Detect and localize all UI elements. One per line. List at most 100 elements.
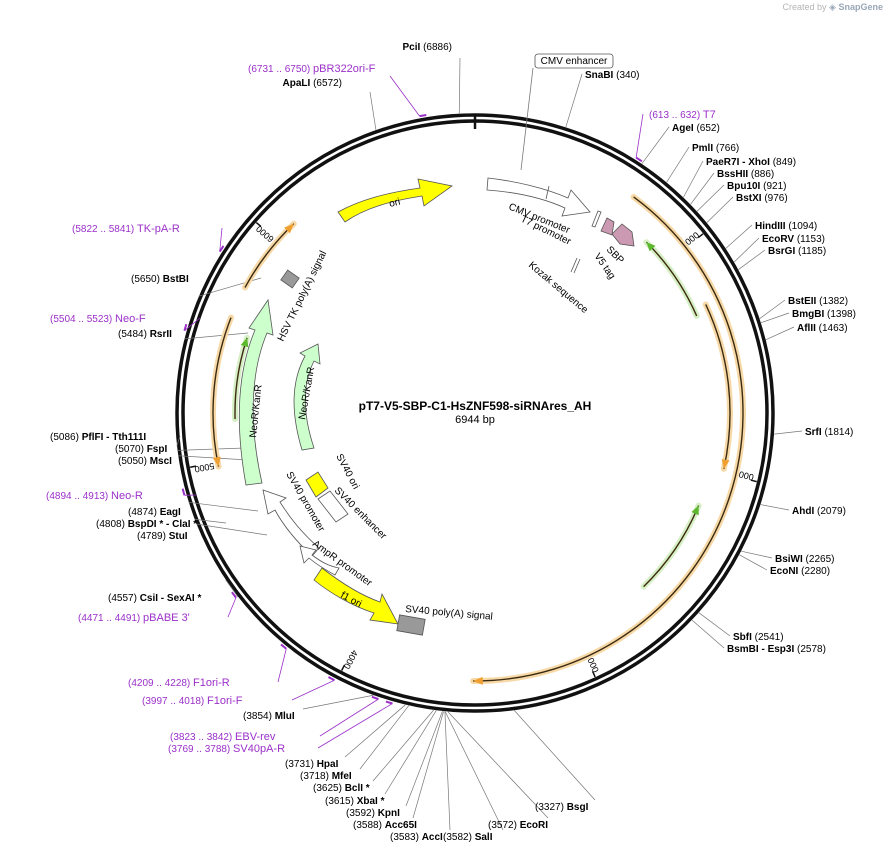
enzyme-pos-srfi: (1814)	[822, 427, 854, 438]
primer-neo-r: (4894 .. 4913) Neo-R	[46, 490, 143, 502]
tick-3000	[591, 671, 596, 678]
enzyme-pos-snabi: (340)	[613, 70, 639, 81]
enzyme-mfei: (3718) MfeI	[300, 771, 352, 782]
enzyme-extra-paer7i: - XhoI	[739, 157, 770, 168]
enzyme-pos-hindiii: (1094)	[786, 221, 818, 232]
tick-2000	[750, 479, 757, 483]
v5-tag-feature	[600, 217, 615, 236]
primer-labels: (6731 .. 6750) pBR322ori-F(613 .. 632) T…	[46, 63, 716, 755]
enzyme-name-paer7i: PaeR7I	[706, 157, 740, 168]
enzyme-name-ecori: EcoRI	[520, 820, 549, 831]
primer-pbabe-3: (4471 .. 4491) pBABE 3'	[78, 612, 190, 624]
enzyme-leader-srfi	[774, 430, 803, 435]
enzyme-pos-hpai: (3731)	[285, 759, 317, 770]
enzyme-name-bstxi: BstXI	[736, 193, 762, 204]
enzyme-pos-bsiwi: (2265)	[803, 554, 835, 565]
leader-lines	[176, 57, 803, 831]
enzyme-bpu10i: Bpu10I (921)	[727, 181, 786, 192]
primer-leader-sv40pa-r	[317, 703, 393, 749]
enzyme-pos-apali: (6572)	[310, 78, 342, 89]
enzyme-leader-acci	[444, 711, 451, 831]
enzyme-name-bsmbi: BsmBI	[727, 644, 759, 655]
enzyme-csii: (4557) CsiI - SexAI *	[108, 593, 201, 604]
tick-label-6000: 6000	[254, 224, 276, 245]
credit-prefix: Created by	[782, 2, 827, 12]
primer-leader-f1ori-f	[291, 679, 335, 701]
enzyme-leader-pmli	[666, 146, 690, 183]
enzyme-fspi: (5070) FspI	[115, 444, 167, 455]
enzyme-leader-stui	[196, 523, 268, 536]
enzyme-leader-econi	[739, 554, 768, 571]
enzyme-pos-acc65i: (3588)	[353, 820, 385, 831]
enzyme-pos-bpu10i: (921)	[760, 181, 786, 192]
primer-mark-pbr322ori-f	[419, 113, 427, 118]
enzyme-leader-bpu10i	[696, 184, 725, 212]
enzyme-snabi: SnaBI (340)	[585, 70, 639, 81]
orf-outer-arc-2	[705, 304, 731, 469]
enzyme-leader-snabi	[565, 73, 583, 128]
enzyme-name-kpni: KpnI	[378, 808, 400, 819]
primer-range-ebv-rev: (3823 .. 3842)	[170, 732, 235, 743]
enzyme-pos-paer7i: (849)	[770, 157, 796, 168]
enzyme-sali: (3582) SalI	[443, 832, 493, 843]
enzyme-apali: ApaLI (6572)	[283, 78, 342, 89]
primer-tk-pa-r: (5822 .. 5841) TK-pA-R	[72, 223, 180, 235]
snapgene-logo-icon: ◈	[829, 2, 836, 12]
enzyme-leader-mlui	[302, 694, 374, 710]
enzyme-leader-sbfi	[698, 612, 731, 637]
enzyme-bcli: (3625) BclI *	[313, 783, 370, 794]
enzyme-extra-bsmbi: - Esp3I	[759, 644, 795, 655]
primer-sv40pa-r: (3769 .. 3788) SV40pA-R	[168, 743, 285, 755]
primer-name-t7: T7	[703, 109, 716, 121]
enzyme-leader-rsrii	[184, 332, 249, 340]
enzyme-pos-sali: (3582)	[443, 832, 475, 843]
enzyme-bmgbi: BmgBI (1398)	[792, 309, 856, 320]
orf-outer-arc-left-1-arrowhead	[212, 456, 221, 467]
enzyme-leader-mfei	[359, 705, 410, 770]
primer-range-pbr322ori-f: (6731 .. 6750)	[248, 64, 313, 75]
enzyme-leader-ecori	[447, 711, 549, 819]
enzyme-mlui: (3854) MluI	[243, 711, 295, 722]
enzyme-bsmbi: BsmBI - Esp3I (2578)	[727, 644, 826, 655]
enzyme-name-mfei: MfeI	[332, 771, 352, 782]
enzyme-pos-fspi: (5070)	[115, 444, 147, 455]
snapgene-credit: Created by ◈ SnapGene	[783, 2, 884, 13]
enzyme-pos-pmli: (766)	[713, 143, 739, 154]
orf-green-arc-left-arrowhead	[240, 337, 249, 348]
plasmid-title: pT7-V5-SBP-C1-HsZNF598-siRNAres_AH	[359, 399, 592, 413]
enzyme-leader-bsrgi	[738, 249, 766, 270]
enzyme-pos-mfei: (3718)	[300, 771, 332, 782]
ampr-promoter-feature	[299, 545, 340, 576]
enzyme-name-acc65i: Acc65I	[385, 820, 417, 831]
enzyme-kpni: (3592) KpnI	[346, 808, 400, 819]
enzyme-name-bmgbi: BmgBI	[792, 309, 824, 320]
enzyme-name-csii: CsiI	[140, 593, 159, 604]
f1-ori-feature	[313, 567, 399, 625]
enzyme-aflii: AflII (1463)	[797, 323, 848, 334]
enzyme-leader-pcii	[458, 57, 461, 114]
enzyme-name-apali: ApaLI	[283, 78, 311, 89]
enzyme-pos-bstxi: (976)	[762, 193, 788, 204]
tick-1000	[697, 233, 704, 239]
sv40-ori-label: SV40 ori	[333, 452, 361, 491]
enzyme-ecori: (3572) EcoRI	[488, 820, 548, 831]
primer-pbr322ori-f: (6731 .. 6750) pBR322ori-F	[248, 63, 376, 75]
enzyme-labels: PciI (6886)ApaLI (6572)SnaBI (340)AgeI (…	[50, 42, 856, 843]
enzyme-name-stui: StuI	[169, 531, 188, 542]
tick-label-5000: 5000	[194, 461, 216, 475]
enzyme-name-pmli: PmlI	[692, 143, 713, 154]
primer-name-f1ori-r: F1ori-R	[193, 677, 230, 689]
enzyme-pos-ahdi: (2079)	[814, 506, 846, 517]
tick-6000	[255, 221, 262, 228]
enzyme-bsgi: (3327) BsgI	[535, 802, 589, 813]
orf-arcs	[210, 193, 746, 685]
enzyme-name-econi: EcoNI	[770, 566, 799, 577]
enzyme-ahdi: AhdI (2079)	[792, 506, 846, 517]
primer-ebv-rev: (3823 .. 3842) EBV-rev	[170, 731, 276, 743]
enzyme-leader-agei	[641, 126, 670, 164]
enzyme-pos-msci: (5050)	[118, 456, 150, 467]
enzyme-bspdi: (4808) BspDI * - ClaI *	[96, 519, 197, 530]
enzyme-bsrgi: BsrGI (1185)	[768, 246, 826, 257]
